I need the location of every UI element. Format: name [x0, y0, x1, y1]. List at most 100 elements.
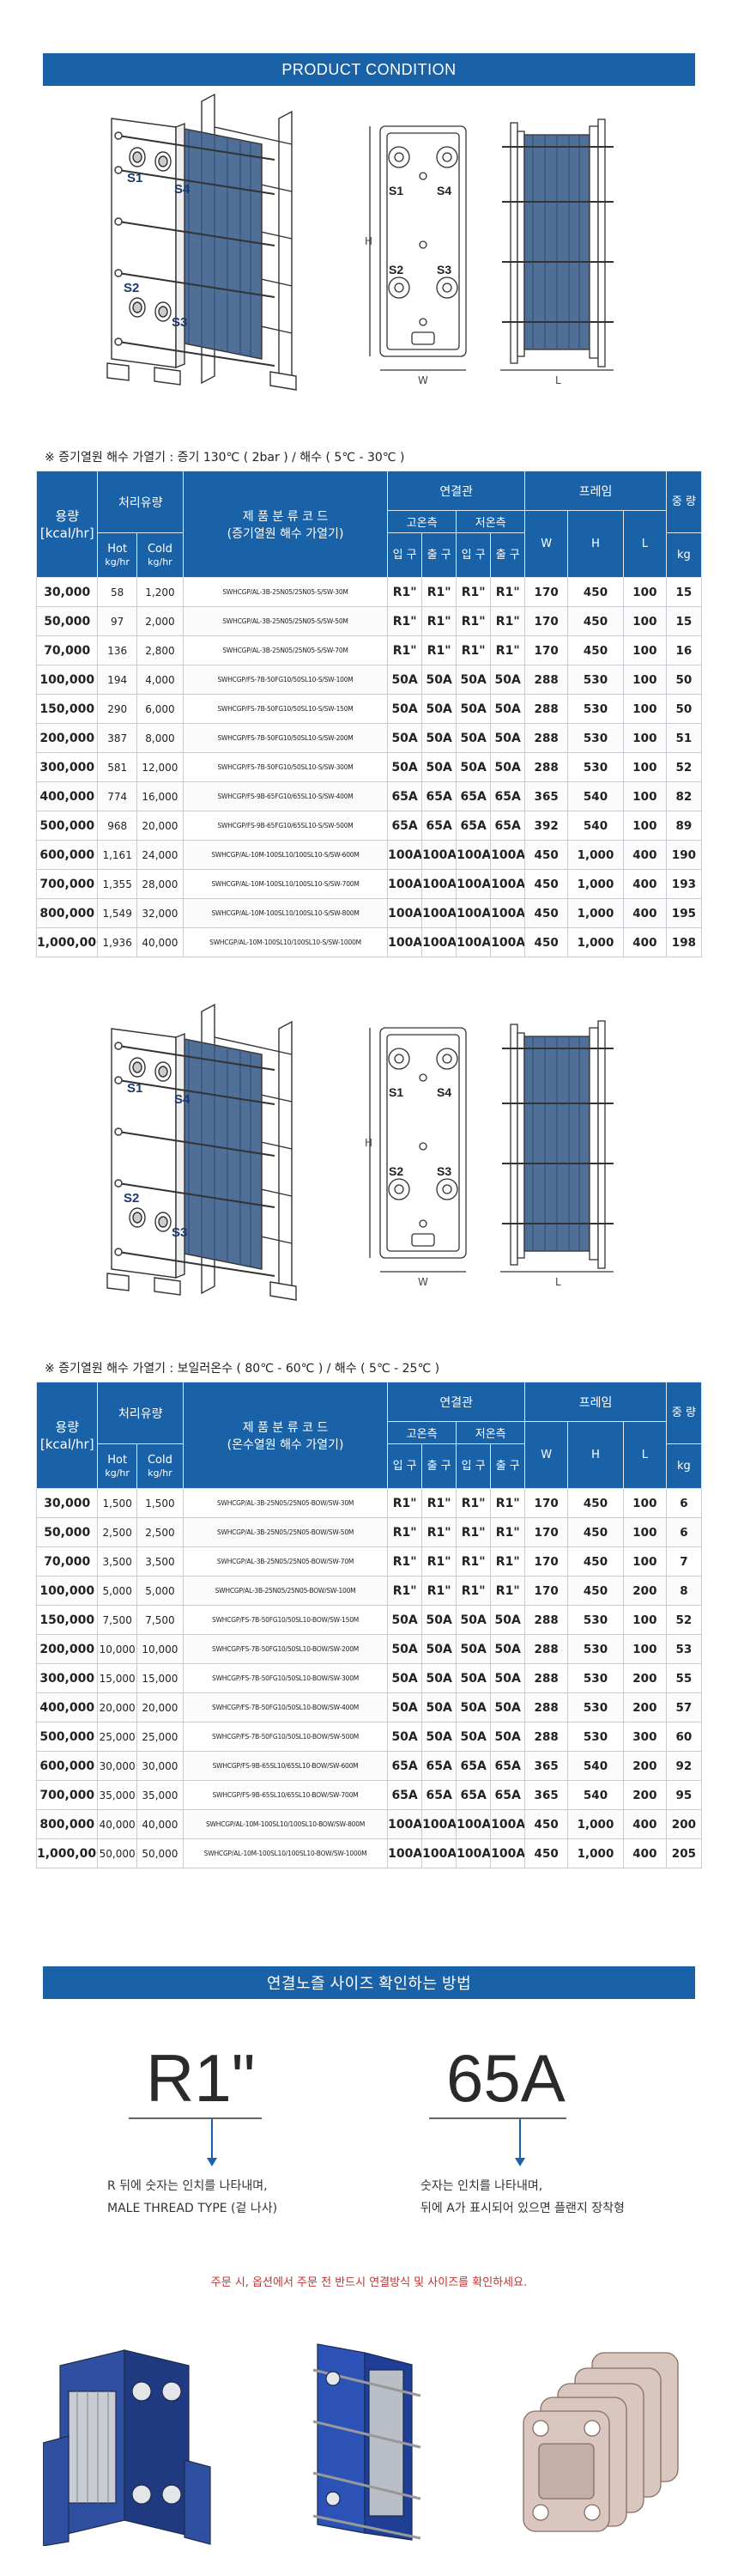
cell-c2: 50A	[421, 1692, 457, 1722]
label-s3-front-2: S3	[437, 1164, 451, 1178]
cell-cold: 40,000	[136, 1809, 184, 1839]
method-section: R1" 65A R 뒤에 숫자는 인치를 나타내며, MALE THREAD T…	[43, 2014, 695, 2314]
cell-c3: 50A	[456, 1692, 492, 1722]
cell-code: SWHCGP/AL-10M-100SL10/100SL10-S/SW-1000M	[182, 927, 389, 957]
cell-w: 170	[524, 577, 569, 607]
cell-cold: 20,000	[136, 1692, 184, 1722]
cell-code: SWHCGP/FS-9B-65SL10/65SL10-BOW/SW-700M	[182, 1780, 389, 1810]
cell-cap: 800,000	[35, 898, 99, 928]
cell-h: 450	[567, 1488, 624, 1518]
cell-h: 450	[567, 577, 624, 607]
cell-c4: R1"	[490, 606, 526, 636]
cell-w: 288	[524, 1722, 569, 1752]
cell-c2: R1"	[421, 1488, 457, 1518]
cell-w: 170	[524, 1517, 569, 1547]
cell-c4: 65A	[490, 1751, 526, 1781]
cell-h: 530	[567, 723, 624, 753]
cell-l: 400	[622, 1809, 667, 1839]
cell-c1: 100A	[387, 869, 423, 899]
cell-cold: 1,500	[136, 1488, 184, 1518]
cell-c3: 50A	[456, 723, 492, 753]
cell-cap: 300,000	[35, 1663, 99, 1693]
cell-c4: R1"	[490, 635, 526, 665]
cell-l: 200	[622, 1692, 667, 1722]
cell-c4: 65A	[490, 811, 526, 841]
cell-h: 530	[567, 1605, 624, 1635]
label-h-2: H	[365, 1137, 372, 1149]
cell-w: 170	[524, 606, 569, 636]
cell-hot: 7,500	[97, 1605, 137, 1635]
cell-cap: 1,000,000	[35, 1838, 99, 1868]
cell-code: SWHCGP/AL-3B-25N05/25N05-BOW/SW-100M	[182, 1576, 389, 1606]
cell-c4: 50A	[490, 723, 526, 753]
spec-table-1: 용량[kcal/hr] 처리유량 제 품 분 류 코 드(증기열원 해수 가열기…	[35, 471, 703, 957]
cell-w: 170	[524, 635, 569, 665]
cell-c4: 100A	[490, 898, 526, 928]
th-low-inlet: 입 구	[456, 532, 492, 578]
cell-c1: 100A	[387, 927, 423, 957]
th2-w: W	[524, 1421, 569, 1489]
th2-capacity: 용량[kcal/hr]	[35, 1382, 99, 1489]
cell-c1: 50A	[387, 694, 423, 724]
cell-h: 450	[567, 1546, 624, 1577]
cell-kg: 82	[665, 781, 703, 811]
cell-c4: 50A	[490, 694, 526, 724]
cell-l: 100	[622, 781, 667, 811]
cell-hot: 968	[97, 811, 137, 841]
label-l-2: L	[555, 1276, 561, 1288]
cell-hot: 20,000	[97, 1692, 137, 1722]
cell-hot: 10,000	[97, 1634, 137, 1664]
label-s4-front: S4	[437, 184, 451, 197]
cell-c3: 100A	[456, 898, 492, 928]
cell-w: 450	[524, 869, 569, 899]
label-w: W	[418, 374, 428, 386]
cell-c3: 50A	[456, 1663, 492, 1693]
cell-c1: R1"	[387, 1488, 423, 1518]
cell-l: 400	[622, 898, 667, 928]
cell-cold: 20,000	[136, 811, 184, 841]
cell-code: SWHCGP/FS-9B-65FG10/65SL10-S/SW-400M	[182, 781, 389, 811]
cell-kg: 6	[665, 1488, 703, 1518]
th2-high-side: 고온측	[387, 1421, 457, 1444]
cell-cold: 30,000	[136, 1751, 184, 1781]
cell-w: 450	[524, 927, 569, 957]
cell-c4: 50A	[490, 752, 526, 782]
th2-low-inlet: 입 구	[456, 1443, 492, 1489]
cell-l: 200	[622, 1751, 667, 1781]
cell-kg: 190	[665, 840, 703, 870]
cell-w: 450	[524, 1809, 569, 1839]
cell-code: SWHCGP/AL-3B-25N05/25N05-S/SW-50M	[182, 606, 389, 636]
cell-c1: 50A	[387, 1722, 423, 1752]
cell-hot: 1,549	[97, 898, 137, 928]
cell-c3: R1"	[456, 1488, 492, 1518]
cell-kg: 50	[665, 694, 703, 724]
cell-c4: 100A	[490, 840, 526, 870]
th2-low-side: 저온측	[456, 1421, 526, 1444]
cell-cold: 40,000	[136, 927, 184, 957]
cell-code: SWHCGP/FS-7B-50FG10/50SL10-S/SW-200M	[182, 723, 389, 753]
cell-c3: 50A	[456, 665, 492, 695]
cell-c3: 50A	[456, 1605, 492, 1635]
cell-l: 100	[622, 606, 667, 636]
th2-flow: 처리유량	[97, 1382, 184, 1444]
cell-kg: 8	[665, 1576, 703, 1606]
th-w: W	[524, 510, 569, 578]
cell-hot: 5,000	[97, 1576, 137, 1606]
cell-cold: 2,000	[136, 606, 184, 636]
cell-cap: 150,000	[35, 1605, 99, 1635]
cell-hot: 25,000	[97, 1722, 137, 1752]
cell-h: 540	[567, 1751, 624, 1781]
cell-h: 530	[567, 694, 624, 724]
th-weight-unit: kg	[665, 532, 703, 578]
cell-l: 100	[622, 723, 667, 753]
